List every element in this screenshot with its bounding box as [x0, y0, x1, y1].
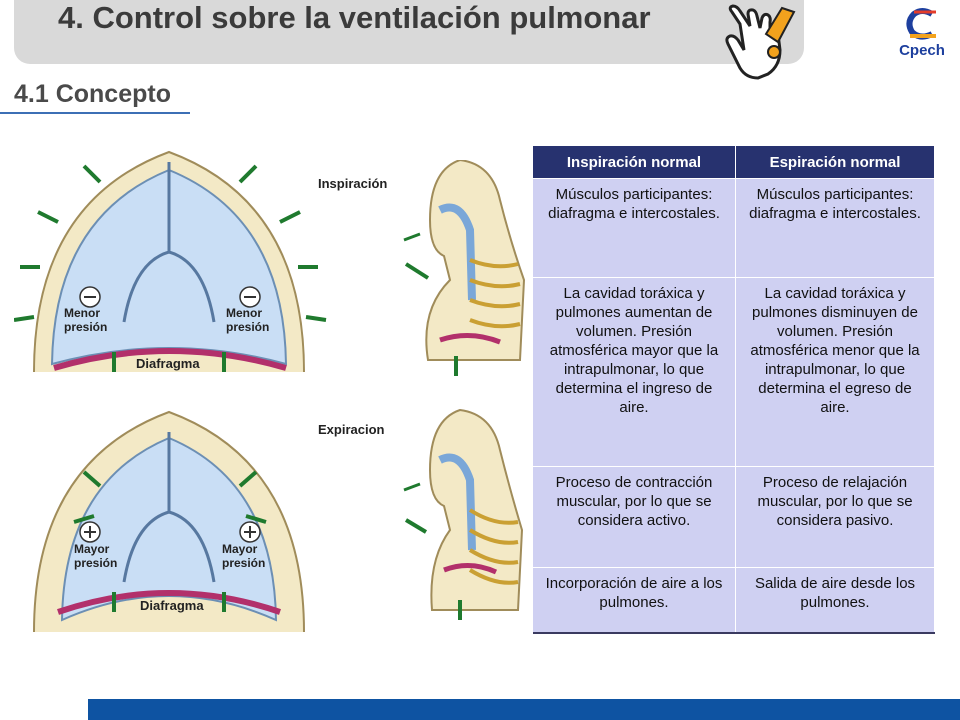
- table-row: Proceso de contracción muscular, por lo …: [533, 466, 935, 568]
- table-cell: Proceso de contracción muscular, por lo …: [533, 466, 736, 568]
- torso-side-view: [403, 160, 526, 620]
- header-espiracion: Espiración normal: [735, 146, 935, 179]
- table-row: Incorporación de aire a los pulmones. Sa…: [533, 567, 935, 634]
- subtitle-underline: [0, 112, 190, 114]
- table-row: Músculos participantes: diafragma e inte…: [533, 178, 935, 278]
- title-bar: 4. Control sobre la ventilación pulmonar: [14, 0, 804, 64]
- label-top-diaphragm: Diafragma: [136, 356, 200, 371]
- label-bottom-left-pressure: Mayor presión: [74, 542, 118, 570]
- table-cell: Proceso de relajación muscular, por lo q…: [735, 466, 935, 568]
- page-title: 4. Control sobre la ventilación pulmonar: [58, 0, 651, 35]
- footer-bar: [88, 699, 960, 720]
- table-header-row: Inspiración normal Espiración normal: [533, 146, 935, 179]
- label-bottom-diaphragm: Diafragma: [140, 598, 204, 613]
- label-expiracion: Expiracion: [318, 422, 385, 437]
- expiration-diagram: [33, 410, 305, 633]
- inspiration-diagram: [14, 150, 327, 373]
- logo-text: Cpech: [899, 42, 945, 59]
- torso-inspiration: [403, 160, 526, 376]
- table-cell: La cavidad toráxica y pulmones aumentan …: [533, 277, 736, 467]
- lung-diagram: [14, 150, 327, 633]
- label-top-left-pressure: Menor presión: [64, 306, 108, 334]
- pointing-hand-exclamation-icon: [725, 4, 796, 80]
- comparison-table: Inspiración normal Espiración normal Mús…: [533, 146, 935, 634]
- table-cell: La cavidad toráxica y pulmones disminuye…: [735, 277, 935, 467]
- label-top-right-pressure: Menor presión: [226, 306, 270, 334]
- header-inspiracion: Inspiración normal: [533, 146, 736, 179]
- label-inspiracion: Inspiración: [318, 176, 388, 191]
- table-cell: Salida de aire desde los pulmones.: [735, 567, 935, 634]
- section-subtitle: 4.1 Concepto: [14, 80, 171, 108]
- label-bottom-right-pressure: Mayor presión: [222, 542, 266, 570]
- table-cell: Músculos participantes: diafragma e inte…: [735, 178, 935, 278]
- table-row: La cavidad toráxica y pulmones aumentan …: [533, 277, 935, 467]
- cpech-logo-icon: [906, 8, 936, 40]
- torso-expiration: [403, 408, 524, 620]
- cpech-logo: Cpech: [892, 6, 952, 62]
- table-cell: Músculos participantes: diafragma e inte…: [533, 178, 736, 278]
- table-cell: Incorporación de aire a los pulmones.: [533, 567, 736, 634]
